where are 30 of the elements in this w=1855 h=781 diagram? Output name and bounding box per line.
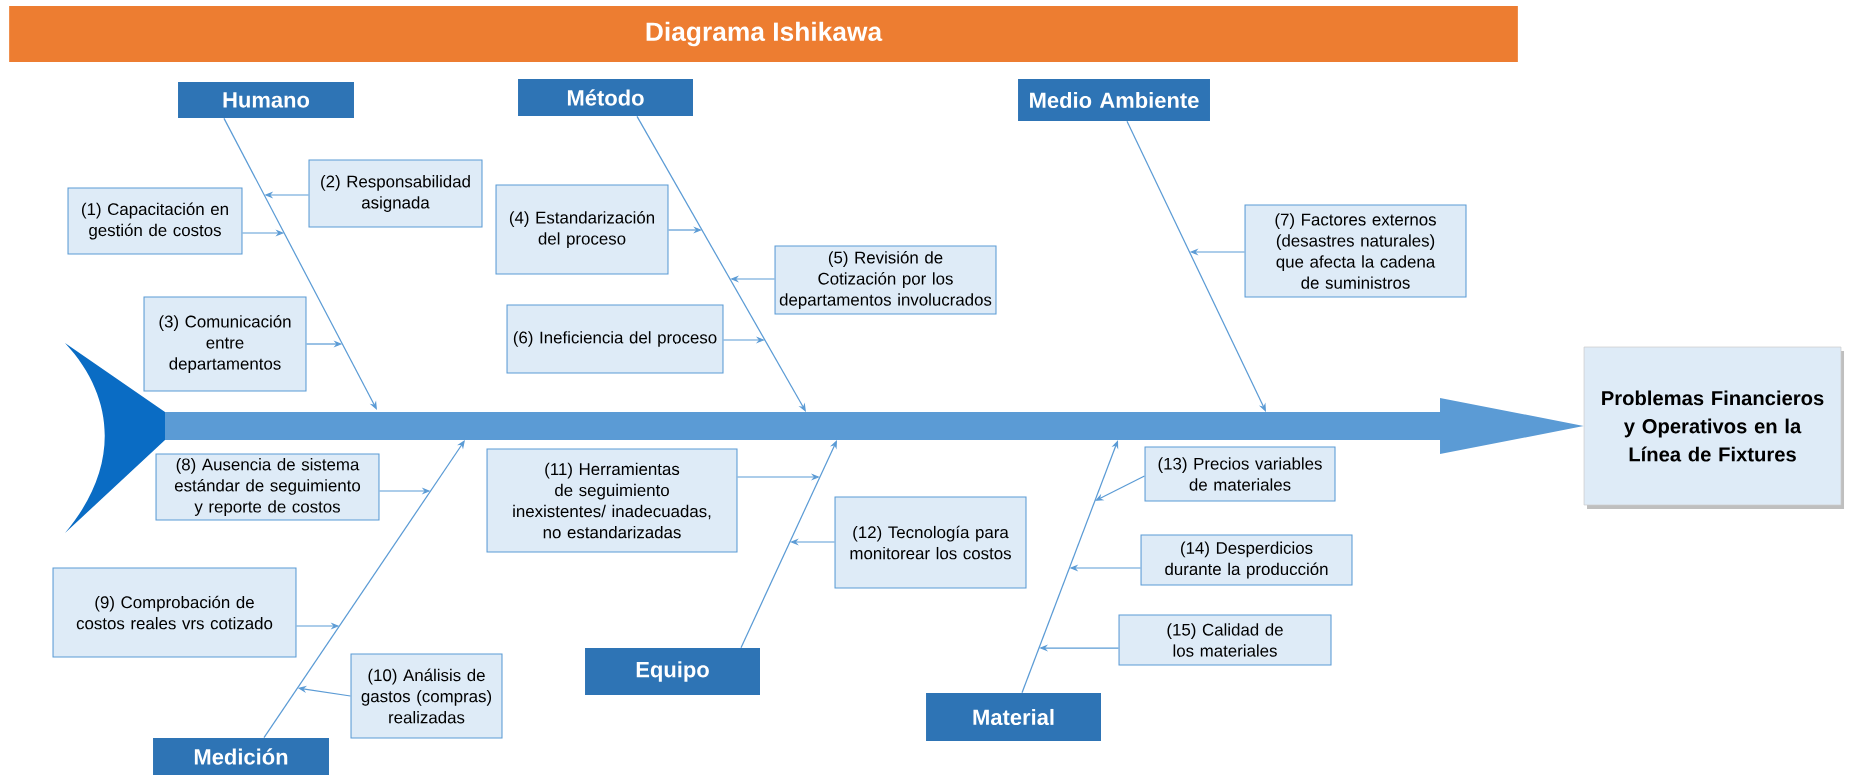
- bone-arrow: [1126, 120, 1266, 412]
- cause-box: (4) Estandarización del proceso: [495, 184, 669, 275]
- cause-box: (3) Comunicación entre departamentos: [143, 296, 307, 392]
- spine-arrow: [165, 398, 1584, 454]
- category-box: Equipo: [585, 648, 760, 695]
- bone-arrow: [1021, 440, 1119, 694]
- category-box: Medición: [153, 738, 329, 775]
- cause-box: (5) Revisión de Cotización por los departamentos involucrados: [774, 245, 997, 315]
- cause-box: (1) Capacitación en gestión de costos: [67, 187, 243, 255]
- category-box: Método: [518, 79, 693, 116]
- bone-arrow: [223, 117, 377, 410]
- cause-box: (15) Calidad de los materiales: [1118, 614, 1332, 666]
- bone-arrow: [636, 115, 806, 412]
- title-banner: Diagrama Ishikawa: [9, 6, 1518, 62]
- cause-box: (10) Análisis de gastos (compras) realizadas: [350, 653, 503, 739]
- cause-box: (7) Factores externos (desastres naturales) que afecta la cadena de suministros: [1244, 204, 1467, 298]
- cause-box: (6) Ineficiencia del proceso: [506, 304, 724, 374]
- problem-box: Problemas Financieros y Operativos en la Línea de Fixtures: [1583, 346, 1842, 506]
- cause-box: (2) Responsabilidad asignada: [308, 159, 483, 228]
- cause-box: (14) Desperdicios durante la producción: [1140, 534, 1353, 586]
- cause-box: (11) Herramientas de seguimiento inexistentes/ inadecuadas, no estandarizadas: [486, 448, 738, 553]
- cause-box: (9) Comprobación de costos reales vrs cotizado: [52, 567, 297, 658]
- bone-arrow: [740, 440, 837, 649]
- bone-arrow: [263, 440, 465, 739]
- cause-box: (13) Precios variables de materiales: [1144, 446, 1336, 502]
- cause-box: (12) Tecnología para monitorear los costos: [834, 496, 1027, 589]
- cause-box: (8) Ausencia de sistema estándar de seguimiento y reporte de costos: [155, 453, 380, 521]
- category-box: Humano: [178, 82, 354, 118]
- category-box: Medio Ambiente: [1018, 79, 1210, 121]
- category-box: Material: [926, 693, 1101, 741]
